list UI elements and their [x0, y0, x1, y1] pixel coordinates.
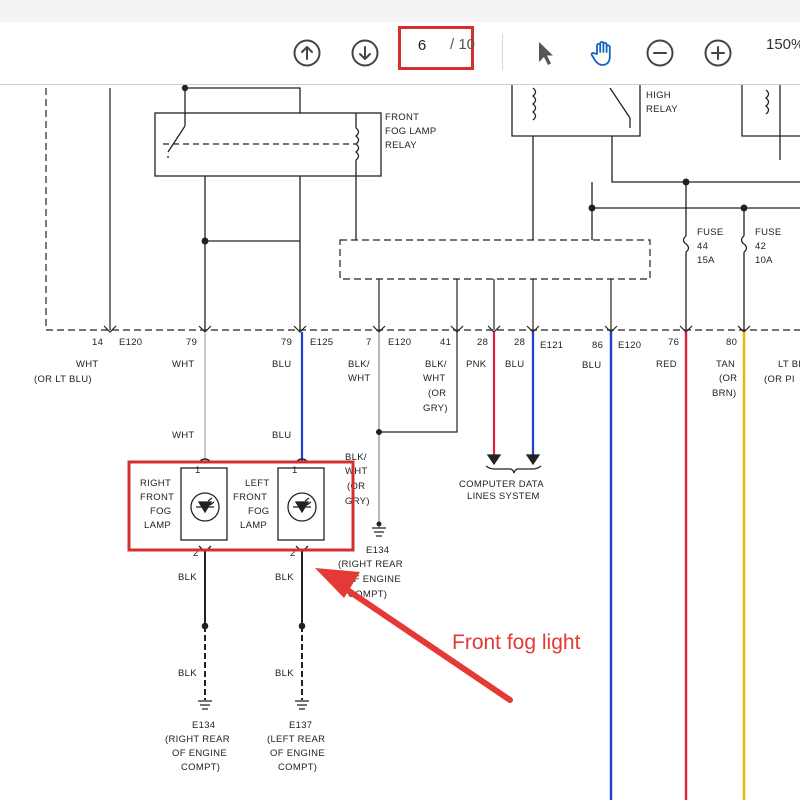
svg-text:WHT: WHT — [172, 430, 195, 441]
lamp-pin-1-left: 1 — [292, 465, 298, 476]
computer-data-lines-arrows — [485, 454, 542, 474]
svg-text:79: 79 — [186, 337, 197, 348]
blk-label-4: BLK — [275, 668, 294, 679]
colored-wires — [204, 332, 746, 800]
module-drop-lines — [109, 88, 612, 330]
fuse-44-label: FUSE 44 15A — [697, 227, 727, 266]
svg-text:BLU: BLU — [582, 360, 601, 371]
zoom-level[interactable]: 150% — [766, 36, 800, 53]
arrow-down-circle-icon[interactable] — [350, 38, 380, 68]
relay-label-high: HIGH RELAY — [646, 90, 678, 115]
svg-text:79: 79 — [281, 337, 292, 348]
page-number-highlight — [398, 26, 474, 70]
page-number-input[interactable] — [402, 30, 442, 60]
pointer-arrow-icon[interactable] — [530, 38, 560, 68]
pin-labels: 14 E120 79 79 E125 7 E120 41 28 28 E121 … — [92, 337, 737, 351]
splice-dot — [376, 429, 382, 435]
svg-text:80: 80 — [726, 337, 737, 348]
right-front-fog-lamp — [180, 458, 228, 628]
harness-line — [45, 88, 800, 331]
toolbar-divider — [502, 34, 503, 70]
svg-text:PNK: PNK — [466, 359, 487, 370]
svg-text:E121: E121 — [540, 340, 563, 351]
blk-label-3: BLK — [178, 668, 197, 679]
high-relay — [511, 85, 800, 330]
ground-symbol-e134-mid — [372, 527, 386, 537]
control-module-box — [339, 239, 651, 280]
wire-14-label: WHT(OR LT BLU) — [34, 359, 99, 385]
connector-pins — [103, 325, 751, 333]
fuse-42-label: FUSE 42 10A — [755, 227, 785, 266]
svg-text:WHT: WHT — [172, 359, 195, 370]
front-fog-lamp-relay — [154, 85, 382, 330]
svg-text:BLU: BLU — [272, 359, 291, 370]
annotation-arrow — [315, 568, 513, 703]
pdf-toolbar: / 10 150% — [0, 22, 800, 85]
svg-text:BLU: BLU — [505, 359, 524, 370]
svg-text:28: 28 — [514, 337, 525, 348]
wire-7-label: BLK/WHT — [348, 359, 371, 384]
blk-label-1: BLK — [178, 572, 197, 583]
blk-label-2: BLK — [275, 572, 294, 583]
svg-text:E125: E125 — [310, 337, 333, 348]
svg-text:RED: RED — [656, 359, 677, 370]
svg-text:86: 86 — [592, 340, 603, 351]
document-canvas[interactable]: FRONT FOG LAMP RELAY HIGH RELAY FUSE 44 … — [0, 85, 800, 800]
svg-text:28: 28 — [477, 337, 488, 348]
annotation-text: Front fog light — [452, 631, 581, 654]
relay-label-front-fog: FRONT FOG LAMP RELAY — [385, 112, 439, 151]
left-front-fog-lamp — [277, 458, 325, 628]
minus-circle-icon[interactable] — [645, 38, 675, 68]
wiring-diagram: FRONT FOG LAMP RELAY HIGH RELAY FUSE 44 … — [34, 85, 800, 800]
hand-icon[interactable] — [588, 38, 618, 68]
svg-text:14: 14 — [92, 337, 103, 348]
wire-labels: WHT(OR LT BLU) WHT BLU BLK/WHT BLK/WHT(O… — [34, 359, 800, 441]
page-total: / 10 — [450, 36, 476, 53]
plus-circle-icon[interactable] — [703, 38, 733, 68]
svg-text:E120: E120 — [119, 337, 142, 348]
svg-text:E120: E120 — [388, 337, 411, 348]
window-top-strip — [0, 0, 800, 23]
svg-text:BLU: BLU — [272, 430, 291, 441]
svg-text:7: 7 — [366, 337, 372, 348]
wire-right-label: LT BL(OR PI — [764, 359, 800, 385]
lamp-pin-2-left: 2 — [290, 548, 296, 559]
ground-wires — [198, 622, 309, 710]
lamp-pin-2-right: 2 — [193, 548, 199, 559]
svg-text:E120: E120 — [618, 340, 641, 351]
fog-lamp-highlight-box — [127, 460, 355, 552]
svg-text:76: 76 — [668, 337, 679, 348]
lamp-pin-1-right: 1 — [195, 465, 201, 476]
arrow-up-circle-icon[interactable] — [292, 38, 322, 68]
svg-text:41: 41 — [440, 337, 451, 348]
